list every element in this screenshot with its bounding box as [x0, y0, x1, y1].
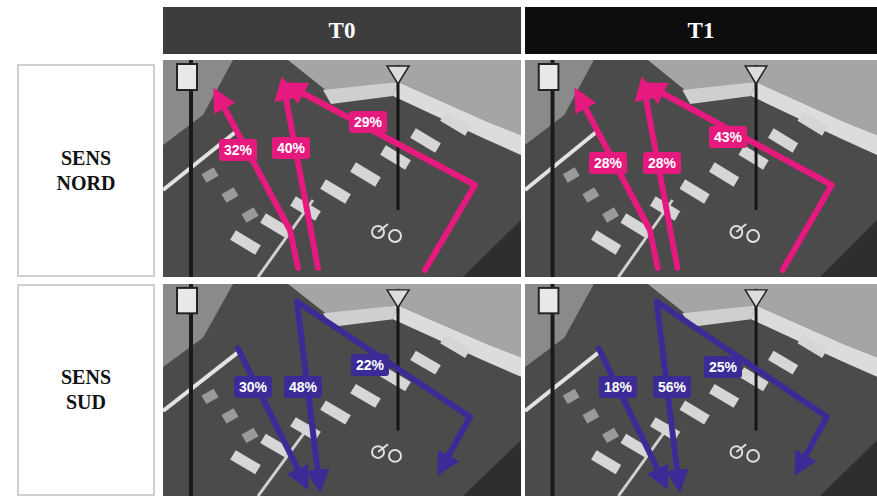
percent-value: 56% — [658, 379, 686, 395]
percent-tag: 56% — [653, 376, 691, 398]
percent-tag: 28% — [643, 152, 681, 174]
photo-panel — [163, 284, 521, 496]
flow-arrow — [297, 302, 470, 466]
flow-arrow — [653, 88, 832, 270]
flow-arrow — [580, 98, 658, 268]
flow-arrow — [599, 348, 663, 479]
percent-value: 18% — [604, 379, 632, 395]
percent-value: 48% — [289, 379, 317, 395]
photo-panel — [525, 60, 877, 277]
percent-tag: 32% — [219, 139, 257, 161]
percent-tag: 30% — [234, 376, 272, 398]
percent-tag: 48% — [284, 376, 322, 398]
percent-value: 43% — [714, 129, 742, 145]
percent-tag: 22% — [351, 354, 389, 376]
flow-arrow — [293, 88, 475, 270]
header-text: T0 — [329, 18, 356, 44]
percent-tag: 25% — [704, 356, 742, 378]
column-header: T1 — [525, 7, 877, 54]
row-label: SENS SUD — [17, 284, 155, 496]
percent-value: 25% — [709, 359, 737, 375]
percent-value: 28% — [648, 155, 676, 171]
row-text: SENS NORD — [40, 146, 132, 196]
header-text: T1 — [688, 18, 715, 44]
percent-tag: 29% — [349, 111, 387, 133]
photo-panel — [525, 284, 877, 496]
photo-panel — [163, 60, 521, 277]
row-label: SENS NORD — [17, 64, 155, 277]
percent-value: 32% — [224, 142, 252, 158]
percent-value: 30% — [239, 379, 267, 395]
percent-value: 28% — [594, 155, 622, 171]
flow-arrow — [238, 348, 303, 479]
flow-arrow — [657, 302, 827, 466]
percent-tag: 43% — [709, 126, 747, 148]
flow-arrow — [284, 88, 318, 268]
percent-tag: 18% — [599, 376, 637, 398]
percent-tag: 28% — [589, 152, 627, 174]
flow-arrow — [644, 88, 677, 268]
percent-value: 29% — [354, 114, 382, 130]
percent-value: 40% — [277, 140, 305, 156]
flow-arrow — [219, 98, 298, 268]
percent-tag: 40% — [272, 137, 310, 159]
percent-value: 22% — [356, 357, 384, 373]
column-header: T0 — [163, 7, 521, 54]
row-text: SENS SUD — [40, 365, 132, 415]
